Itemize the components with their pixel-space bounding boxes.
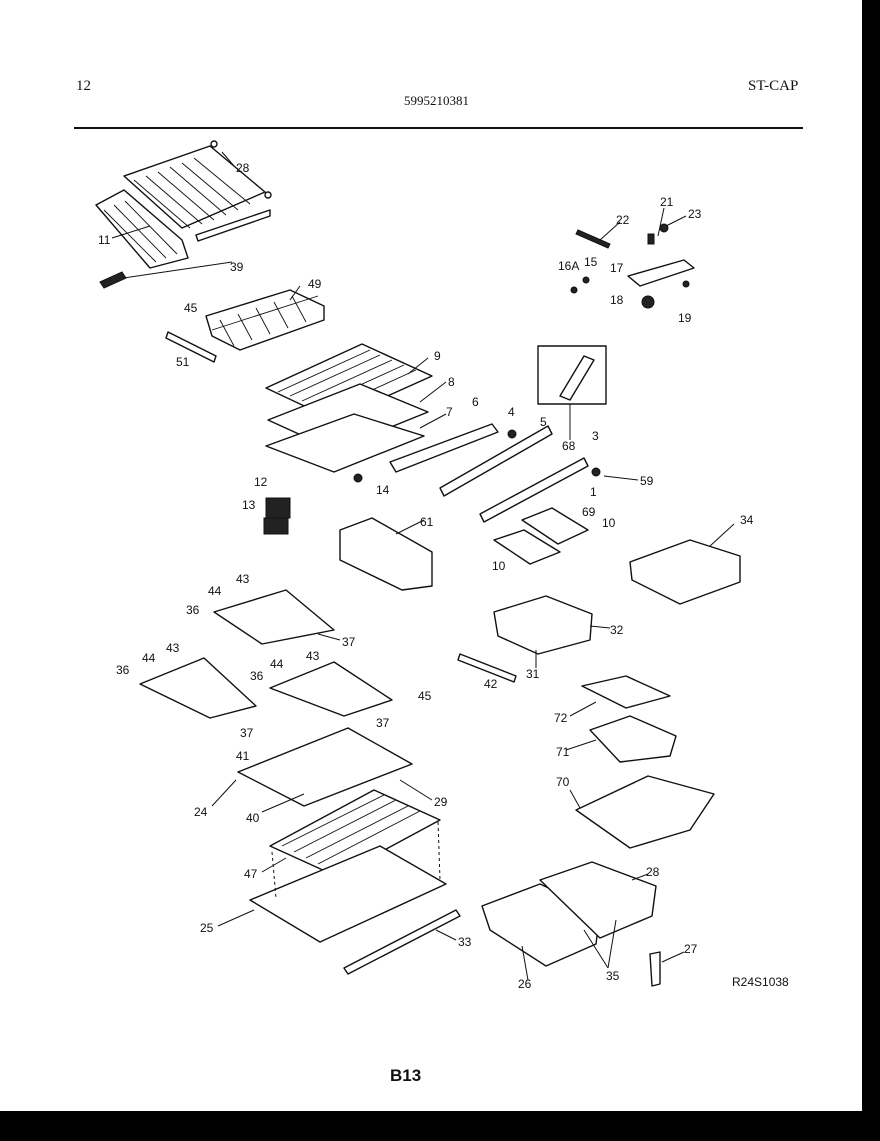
callout: 43 — [166, 641, 180, 655]
tray-71 — [589, 715, 677, 763]
callout: 59 — [640, 474, 654, 488]
section-code: ST-CAP — [748, 78, 799, 94]
callout-leaders — [111, 151, 735, 981]
ice-tray — [493, 529, 561, 565]
glass-shelf — [269, 661, 393, 717]
callout: 12 — [254, 475, 268, 489]
freezer-pan-34 — [629, 539, 741, 605]
callout: 44 — [142, 651, 156, 665]
callout: 28 — [646, 865, 660, 879]
callout: 43 — [306, 649, 320, 663]
bracket-61 — [339, 517, 433, 591]
callout: 37 — [342, 635, 356, 649]
callout: 21 — [660, 195, 674, 209]
callout: 45 — [184, 301, 198, 315]
callout: 42 — [484, 677, 498, 691]
header-rule — [74, 127, 803, 129]
callout: 18 — [610, 293, 624, 307]
callout: 6 — [472, 395, 479, 409]
callout: 51 — [176, 355, 190, 369]
callout: 15 — [584, 255, 598, 269]
callout: 7 — [446, 405, 453, 419]
callout: 68 — [562, 439, 576, 453]
callout: 36 — [116, 663, 130, 677]
callout: 10 — [492, 559, 506, 573]
callout: 45 — [418, 689, 432, 703]
shelf-rail-5 — [439, 425, 553, 497]
glass-shelf — [213, 589, 335, 645]
callout: 41 — [236, 749, 250, 763]
crisper-frame-25 — [249, 845, 447, 943]
callout: 1 — [590, 485, 597, 499]
callout: 25 — [200, 921, 214, 935]
crisper-32 — [493, 595, 593, 655]
callout: 8 — [448, 375, 455, 389]
callout: 14 — [376, 483, 390, 497]
callout: 19 — [678, 311, 692, 325]
scan-edge-right — [862, 0, 880, 1141]
callout: 27 — [684, 942, 698, 956]
callout: 36 — [186, 603, 200, 617]
scan-edge-bottom — [0, 1111, 880, 1141]
callout: 17 — [610, 261, 624, 275]
callout: 33 — [458, 935, 472, 949]
drawer-slide-27 — [649, 951, 661, 987]
callout: 11 — [98, 233, 111, 247]
shelf-rail-1 — [479, 457, 589, 523]
hinge-assembly — [570, 223, 695, 309]
callout: 23 — [688, 207, 702, 221]
callout: 72 — [554, 711, 568, 725]
callout: 4 — [508, 405, 515, 419]
callout: 31 — [526, 667, 540, 681]
callout: 29 — [434, 795, 448, 809]
callout: 16A — [558, 259, 579, 273]
callout: 32 — [610, 623, 624, 637]
callout: 24 — [194, 805, 208, 819]
callout: 40 — [246, 811, 260, 825]
callout: 3 — [592, 429, 599, 443]
callout: 69 — [582, 505, 596, 519]
page-label: B13 — [390, 1066, 422, 1085]
glass-shelf-41 — [237, 727, 413, 807]
shelf-rail-6 — [389, 423, 499, 473]
callout: 47 — [244, 867, 258, 881]
wire-basket — [205, 289, 325, 351]
crisper-drawer-28 — [539, 861, 657, 939]
tray-cover-72 — [581, 675, 671, 709]
callout: 44 — [208, 584, 222, 598]
callout: 61 — [420, 515, 434, 529]
page-number: 12 — [76, 78, 91, 94]
callout: 39 — [230, 260, 244, 274]
callout: 71 — [556, 745, 570, 759]
callout: 34 — [740, 513, 754, 527]
callout: 10 — [602, 516, 616, 530]
callout: 22 — [616, 213, 630, 227]
callout: 36 — [250, 669, 264, 683]
callout: 35 — [606, 969, 620, 983]
callout-labels: 28 11 39 22 21 23 16A 15 17 18 19 45 49 … — [98, 161, 754, 991]
callout: 49 — [308, 277, 322, 291]
callout: 13 — [242, 498, 256, 512]
callout: 37 — [376, 716, 390, 730]
trim-33 — [343, 909, 461, 975]
diagram-reference-code: R24S1038 — [732, 975, 789, 989]
shelf-support-51 — [165, 331, 217, 363]
glass-shelf — [139, 657, 257, 719]
callout: 43 — [236, 572, 250, 586]
ice-tray — [521, 507, 589, 545]
callout: 26 — [518, 977, 532, 991]
model-number: 5995210381 — [404, 93, 469, 108]
callout: 5 — [540, 415, 547, 429]
callout: 70 — [556, 775, 570, 789]
crisper-frame-70 — [575, 775, 715, 849]
callout: 44 — [270, 657, 284, 671]
callout: 28 — [236, 161, 250, 175]
callout: 9 — [434, 349, 441, 363]
callout: 37 — [240, 726, 254, 740]
support-bar-42 — [457, 653, 517, 683]
freezer-shelf-stack — [265, 343, 433, 473]
